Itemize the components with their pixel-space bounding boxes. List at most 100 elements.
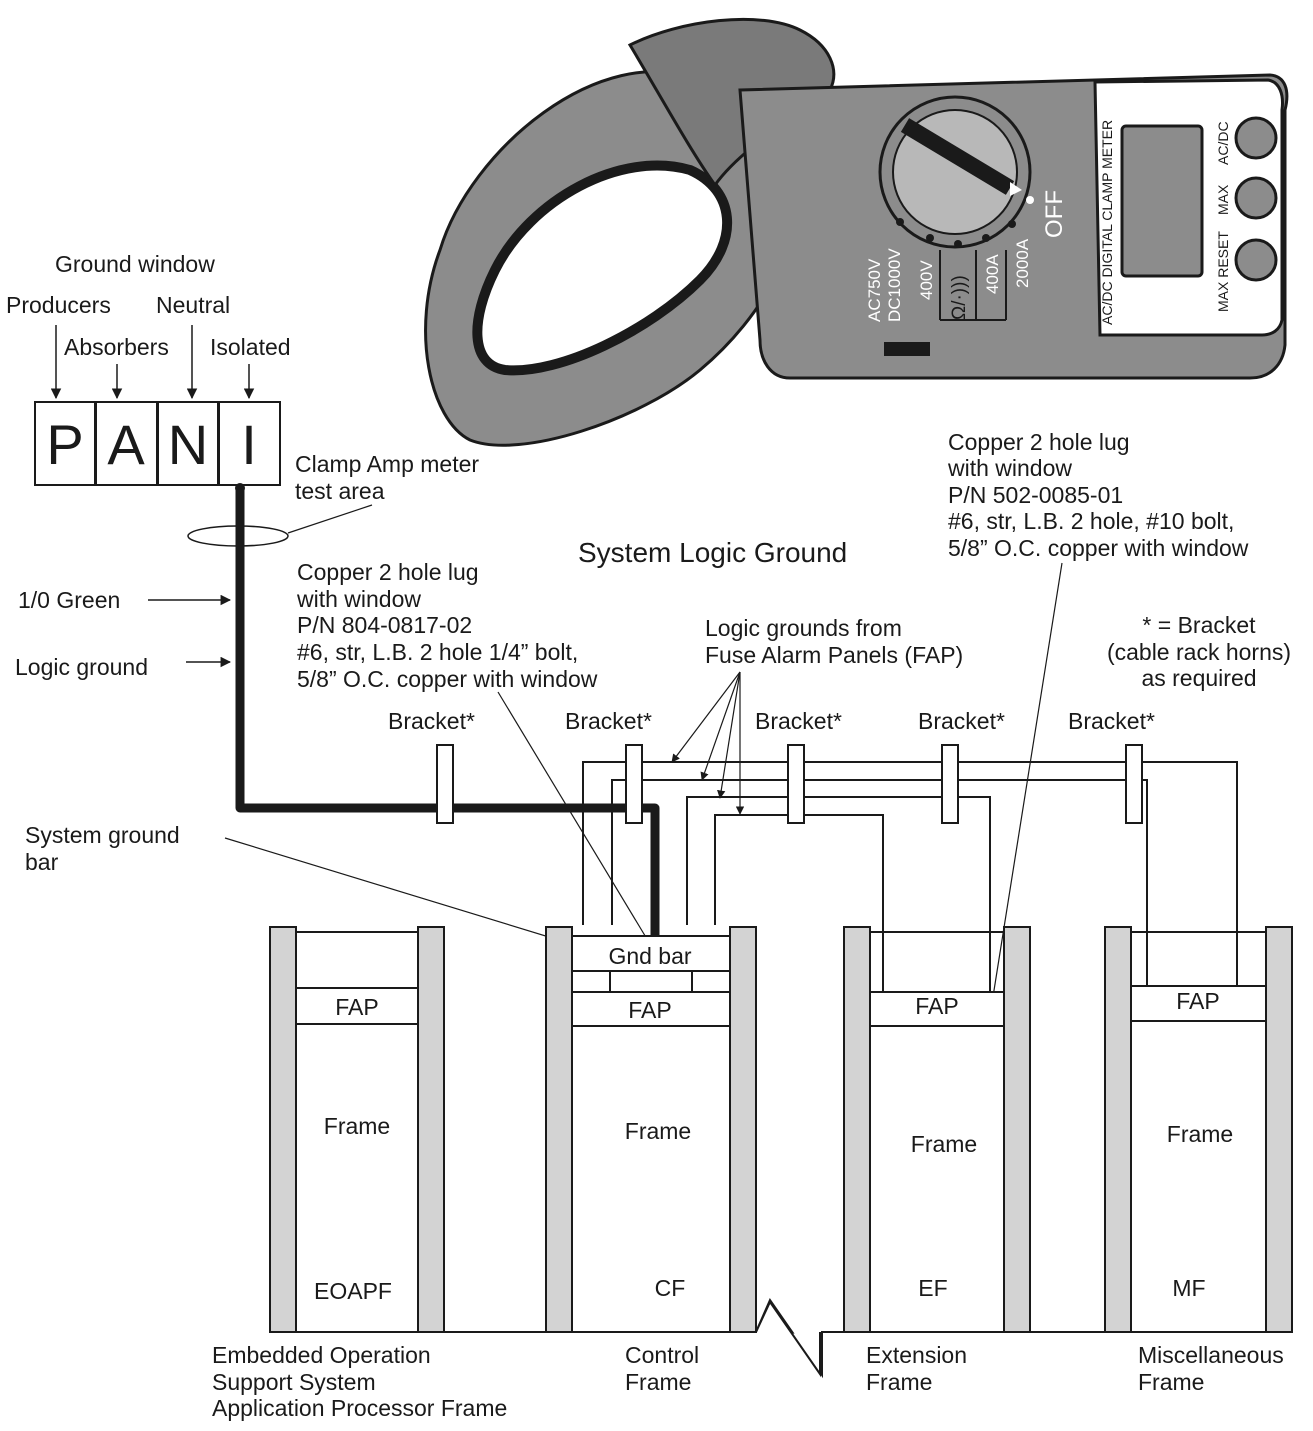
off-label: OFF	[1041, 190, 1068, 238]
bracket-note-line2: (cable rack horns)	[1107, 639, 1291, 665]
lug-left-line4: #6, str, L.B. 2 hole 1/4” bolt,	[297, 639, 578, 665]
pani-letter-p: P	[46, 413, 83, 476]
max-button[interactable]	[1234, 176, 1278, 220]
lug-left-line3: P/N 804-0817-02	[297, 612, 472, 638]
frame-cf-right-upright	[729, 926, 757, 1333]
caption-cf-line2: Frame	[625, 1369, 691, 1395]
meter-hold-slot	[884, 342, 930, 356]
frame-mf-left-upright	[1104, 926, 1132, 1333]
frame-mf-frame-label: Frame	[1167, 1121, 1233, 1147]
frame-mf: FAP Frame MF	[1104, 926, 1293, 1333]
bracket-label-5: Bracket*	[1068, 708, 1155, 734]
lug-right-note: Copper 2 hole lug with window P/N 502-00…	[947, 429, 1249, 561]
diagram-title: System Logic Ground	[578, 537, 847, 568]
frame-captions: Embedded Operation Support System Applic…	[212, 1342, 1284, 1421]
pani-cell-i	[218, 401, 281, 486]
bracket-2	[625, 744, 643, 824]
lug-left-leader	[497, 691, 651, 945]
frame-cf-fap-panel	[571, 991, 731, 1027]
frame-mf-right-upright	[1265, 926, 1293, 1333]
frame-eoapf-code: EOAPF	[314, 1278, 392, 1304]
caption-eoapf-line2: Support System	[212, 1369, 376, 1395]
lug-right-line3: P/N 502-0085-01	[948, 482, 1123, 508]
logic-grounds-fap-line1: Logic grounds from	[705, 615, 902, 641]
frame-ef-fap-label: FAP	[915, 993, 958, 1019]
brackets	[436, 744, 1143, 824]
bracket-5	[1125, 744, 1143, 824]
logic-grounds-fap-arrows	[671, 671, 745, 815]
lug-right-line2: with window	[947, 455, 1072, 481]
floor-break-mask	[758, 1302, 820, 1374]
pani-ground-window: Ground window Producers Absorbers Neutra…	[6, 251, 291, 486]
caption-eoapf-line3: Application Processor Frame	[212, 1395, 507, 1421]
frame-cf-fap-label: FAP	[628, 997, 671, 1023]
lug-left-note: Copper 2 hole lug with window P/N 804-08…	[296, 559, 598, 692]
system-ground-bar-arrow	[224, 837, 599, 954]
frame-mf-code: MF	[1172, 1275, 1205, 1301]
logic-grounds-fap-note: Logic grounds from Fuse Alarm Panels (FA…	[705, 615, 963, 668]
lug-left-line2: with window	[296, 586, 421, 612]
lug-right-line4: #6, str, L.B. 2 hole, #10 bolt,	[948, 508, 1234, 534]
conductor-origin-dot	[235, 483, 245, 493]
frame-ef-right-upright	[1003, 926, 1031, 1333]
bracket-note-line3: as required	[1141, 665, 1256, 691]
bracket-label-2: Bracket*	[565, 708, 652, 734]
caption-cf-line1: Control	[625, 1342, 699, 1368]
caption-eoapf-line1: Embedded Operation	[212, 1342, 431, 1368]
isolated-label: Isolated	[210, 334, 291, 360]
range-dc1000v: DC1000V	[885, 248, 904, 322]
system-ground-bar-label-line1: System ground	[25, 822, 180, 848]
bracket-1	[436, 744, 454, 824]
ac-dc-button-label: AC/DC	[1215, 121, 1231, 165]
range-ohm-continuity: Ω/·)))	[949, 275, 970, 320]
frame-ef: FAP Frame EF	[843, 926, 1031, 1333]
dial-pointer-arrow-icon	[1010, 182, 1022, 196]
frame-ef-frame-label: Frame	[911, 1131, 977, 1157]
frame-ef-code: EF	[918, 1275, 947, 1301]
ac-dc-button[interactable]	[1234, 116, 1278, 160]
lug-right-line1: Copper 2 hole lug	[948, 429, 1130, 455]
range-400a: 400A	[983, 254, 1002, 294]
frame-ef-left-upright	[843, 926, 871, 1333]
frame-cf: Gnd bar FAP Frame CF	[545, 926, 757, 1333]
frame-eoapf-frame-label: Frame	[324, 1113, 390, 1139]
frame-eoapf: FAP Frame EOAPF	[269, 926, 445, 1333]
caption-ef-line2: Frame	[866, 1369, 932, 1395]
neutral-label: Neutral	[156, 292, 230, 318]
clamp-test-area-leader	[287, 504, 373, 534]
max-reset-button[interactable]	[1234, 238, 1278, 282]
pani-letter-n: N	[168, 413, 208, 476]
caption-mf-line2: Frame	[1138, 1369, 1204, 1395]
frame-cf-frame-label: Frame	[625, 1118, 691, 1144]
frame-mf-fap-label: FAP	[1176, 988, 1219, 1014]
floor-break-symbol	[755, 1300, 821, 1378]
bracket-note-line1: * = Bracket	[1142, 612, 1256, 638]
frame-eoapf-fap-panel	[295, 987, 419, 1025]
caption-ef-line1: Extension	[866, 1342, 967, 1368]
lug-left-line5: 5/8” O.C. copper with window	[297, 666, 598, 692]
frame-ef-fap-panel	[869, 991, 1005, 1027]
frame-eoapf-fap-label: FAP	[335, 994, 378, 1020]
caption-mf-line1: Miscellaneous	[1138, 1342, 1284, 1368]
range-ac750v: AC750V	[865, 258, 884, 322]
gnd-bar-label: Gnd bar	[608, 943, 691, 969]
bracket-4	[941, 744, 959, 824]
clamp-test-area-label-line1: Clamp Amp meter	[295, 451, 479, 477]
clamp-jaw-opening	[472, 160, 733, 376]
bracket-label-4: Bracket*	[918, 708, 1005, 734]
logic-grounds-fap-line2: Fuse Alarm Panels (FAP)	[705, 642, 963, 668]
pani-letter-i: I	[241, 413, 257, 476]
clamp-test-area-label-line2: test area	[295, 478, 385, 504]
off-position-dot	[1026, 196, 1034, 204]
range-2000a: 2000A	[1013, 238, 1032, 288]
system-ground-bar-label-line2: bar	[25, 849, 59, 875]
frame-cf-left-upright	[545, 926, 573, 1333]
max-reset-button-label: MAX RESET	[1215, 231, 1231, 312]
absorbers-label: Absorbers	[64, 334, 169, 360]
max-button-label: MAX	[1215, 184, 1231, 215]
range-separators	[939, 250, 1007, 321]
frame-eoapf-left-upright	[269, 926, 297, 1333]
frame-eoapf-right-upright	[417, 926, 445, 1333]
producers-label: Producers	[6, 292, 111, 318]
bracket-label-3: Bracket*	[755, 708, 842, 734]
